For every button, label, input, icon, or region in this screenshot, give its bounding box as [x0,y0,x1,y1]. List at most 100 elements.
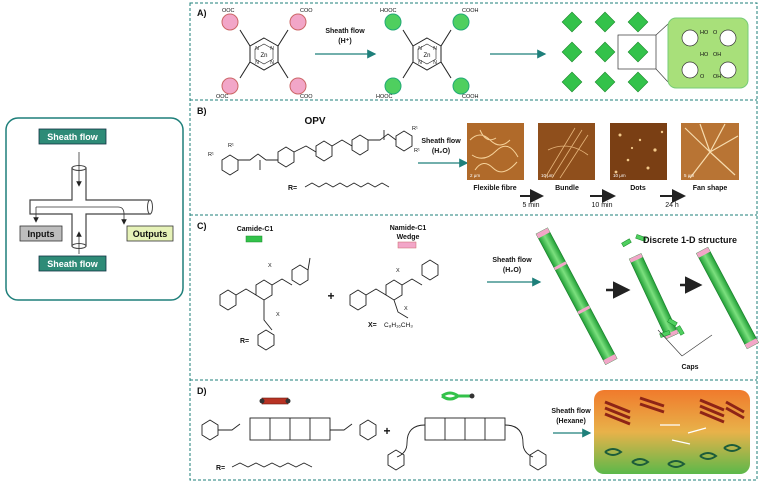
mol2-group-4: COOH [462,94,479,100]
panel-d-arrow-label-2: (Hexane) [556,418,586,425]
mol2-center: Zn [423,53,430,59]
inset-ring-3 [681,61,699,79]
pdi-structure-1 [201,417,377,441]
afm-scale-4: 5 μm [684,173,694,178]
mol1-group-4: COO [300,94,313,100]
flow-line-right [36,206,127,225]
mol2-n-3: N [418,60,422,66]
inset-group-5: O [700,74,705,80]
mol1-group-2: COO [300,8,313,14]
namide-x-1: X [396,268,400,274]
afm-caption-3: Dots [630,185,646,192]
time-label-3: 24 h [665,202,679,209]
caps-pointer-1 [681,334,713,357]
panel-b-arrow-label-1: Sheath flow [421,138,461,145]
panel-b-label: B) [197,106,207,116]
outputs-box [126,225,174,242]
red-stacks [604,396,745,426]
panel-a-arrow-label-1: Sheath flow [325,28,365,35]
d-r-chain [231,462,313,468]
afm-image-3 [610,123,667,180]
afm-image-2-bundle [544,127,589,179]
afm-image-4-fan [684,123,739,179]
panel-b: B) OPV R¹ R¹ R¹ R¹ R= Sheath flow (H₂O) [197,106,739,209]
camide-name: Camide-C1 [237,226,274,233]
pdi-red-end-1 [259,398,265,404]
green-loops [604,444,742,468]
inset-ring-1 [681,29,699,47]
zoom-line-1 [655,23,669,36]
namide-x-2: X [404,306,408,312]
afm-caption-2: Bundle [555,185,579,192]
panel-c-label: C) [197,221,207,231]
pdi-red-end-2 [285,398,291,404]
inputs-label: Inputs [28,229,55,239]
inset-group-1: HO [700,30,709,36]
afm-image-2 [538,123,595,180]
panel-a: A) Zn N N N N OOC COO OOC COO Sheath flo… [197,8,749,100]
sheath-flow-top-label: Sheath flow [47,132,99,142]
zoom-line-2 [655,68,669,83]
panel-a-label: A) [197,8,207,18]
panel-outer-border [189,2,758,481]
sheath-flow-bottom-box [38,255,107,272]
mol2-group-1: HOOC [380,8,397,14]
mol1-n-3: N [255,60,259,66]
mol2-n-1: N [418,46,422,52]
mol2-n-2: N [433,46,437,52]
mol1-group-1: OOC [222,8,235,14]
inset-ring-2 [719,29,737,47]
panel-c: C) Camide-C1 Namide-C1 Wedge X X R= + [197,221,759,371]
inset-group-4: OH [713,52,721,58]
c-x-formula: C₈H₁₆CH₃ [384,322,413,329]
camide-structure [219,257,311,351]
panel-d-arrow-label-1: Sheath flow [551,408,591,415]
c-x-label: X= [368,322,377,329]
namide-structure [349,259,439,319]
afm-scale-2: 10 μm [541,173,554,178]
right-port [147,199,153,215]
opv-structure [221,130,413,176]
mol1-center: Zn [260,53,267,59]
discrete-1d-title: Discrete 1-D structure [643,235,737,245]
mof-lattice [561,11,649,93]
panel-c-plus: + [327,289,334,303]
pdi-green-end [469,393,475,399]
flow-diagram: Sheath flow Inputs Outputs Sheath flow [5,117,184,301]
wedge-block-icon [397,241,417,249]
mol1-n-4: N [270,60,274,66]
opv-title: OPV [304,116,325,127]
panel-d-label: D) [197,386,207,396]
panel-b-arrow-label-2: (H₂O) [432,148,450,155]
time-label-2: 10 min [591,202,612,209]
caps-label: Caps [681,364,698,371]
panel-d: D) R= + Sheath flow (Hexane) [197,386,750,474]
free-pdi-molecules [660,424,707,445]
afm-caption-4: Fan shape [693,185,728,192]
inset-ring-4 [719,61,737,79]
r1-sub-4: R¹ [414,148,420,154]
r1-sub-3: R¹ [412,126,418,132]
pdi-green-loop-icon [441,391,472,401]
r1-sub-1: R¹ [228,143,234,149]
namide-name-2: Wedge [397,234,420,241]
camide-x-1: X [268,263,272,269]
long-tube [535,227,618,366]
panel-frames [189,2,758,481]
inset-group-6: OH [713,74,721,80]
broken-tube [628,253,679,340]
afm-scale-1: 2 μm [470,173,480,178]
mol1-n-1: N [255,46,259,52]
inset-group-3: HO [700,52,709,58]
lattice-zoom-box [617,34,657,70]
camide-x-2: X [276,312,280,318]
mol1-n-2: N [270,46,274,52]
mol2-n-4: N [433,60,437,66]
mol1-group-3: OOC [216,94,229,100]
afm-caption-1: Flexible fibre [473,185,516,192]
namide-name-1: Namide-C1 [390,225,427,232]
porphyrin-1 [221,13,307,95]
opv-r-label: R= [288,185,297,192]
